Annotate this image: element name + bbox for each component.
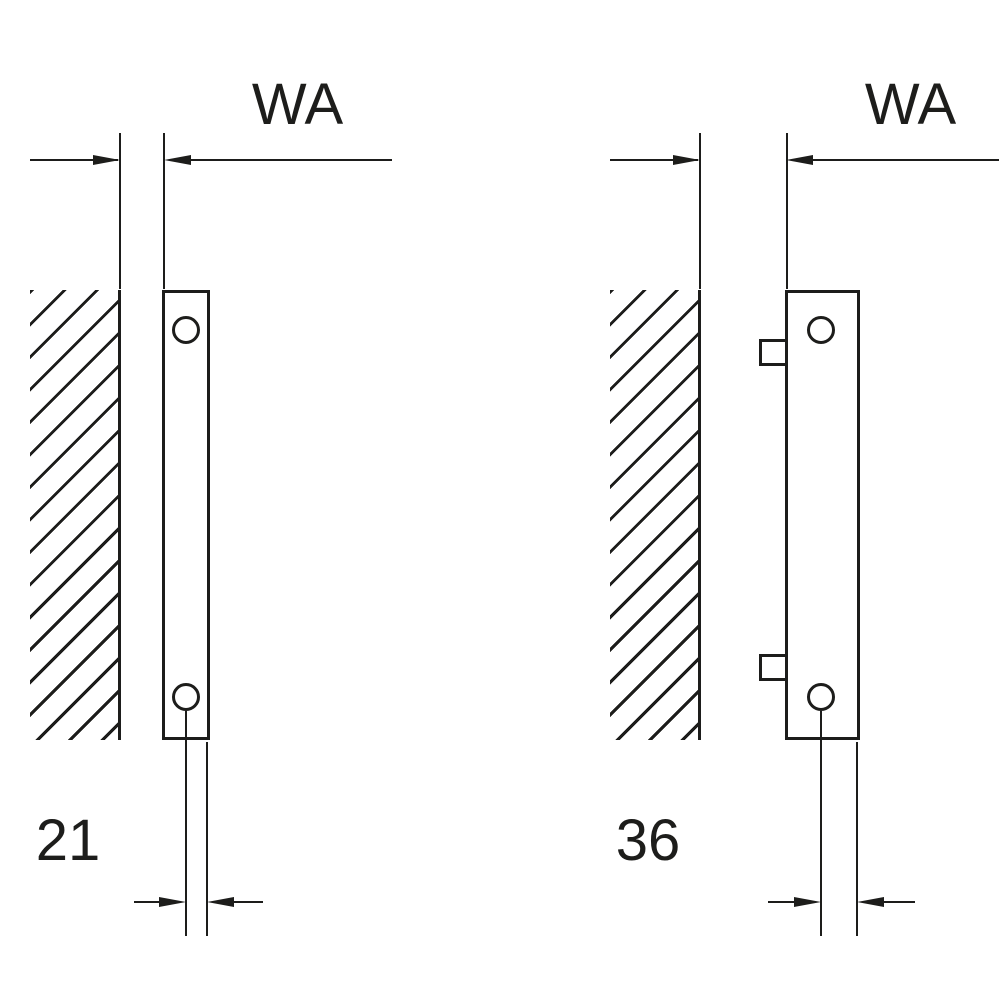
wall-hatch-left [30, 290, 120, 740]
offset-dimension-line-left [768, 901, 796, 903]
wa-label-right: WA [864, 72, 957, 137]
offset-dimension-line-right [882, 901, 915, 903]
offset-extension-line-pipe-right [820, 711, 822, 936]
offset-dimension-line-left [134, 901, 162, 903]
offset-label-left: 21 [35, 808, 101, 873]
offset-extension-line-front-right [856, 742, 858, 936]
wall-hatch-right [610, 290, 700, 740]
mounting-tab-bottom-right [759, 654, 788, 681]
wa-extension-line-radiator-left [163, 133, 165, 289]
wa-extension-line-radiator-right [786, 133, 788, 289]
dimension-arrow-icon [93, 155, 120, 165]
dimension-arrow-icon [207, 897, 234, 907]
dimension-arrow-icon [673, 155, 700, 165]
offset-label-right: 36 [615, 808, 681, 873]
wall-surface-line-left [118, 290, 121, 740]
wall-surface-line-right [698, 290, 701, 740]
radiator-profile-right [785, 290, 860, 740]
pipe-connection-top-right [807, 316, 835, 344]
dimension-arrow-icon [164, 155, 191, 165]
pipe-connection-top-left [172, 316, 200, 344]
wa-dimension-line-right [189, 159, 392, 161]
mounting-tab-top-right [759, 339, 788, 366]
offset-extension-line-front-left [206, 742, 208, 936]
pipe-connection-bottom-left [172, 683, 200, 711]
wa-extension-line-wall-right [699, 133, 701, 289]
wa-dimension-line-left [30, 159, 118, 161]
dimension-arrow-icon [159, 897, 186, 907]
dimension-arrow-icon [857, 897, 884, 907]
offset-extension-line-pipe-left [185, 711, 187, 936]
wa-extension-line-wall-left [119, 133, 121, 289]
wa-label-left: WA [251, 72, 344, 137]
wa-dimension-line-left [610, 159, 698, 161]
offset-dimension-line-right [232, 901, 263, 903]
dimension-arrow-icon [794, 897, 821, 907]
pipe-connection-bottom-right [807, 683, 835, 711]
wa-dimension-line-right [811, 159, 999, 161]
dimension-arrow-icon [786, 155, 813, 165]
radiator-profile-left [162, 290, 210, 740]
